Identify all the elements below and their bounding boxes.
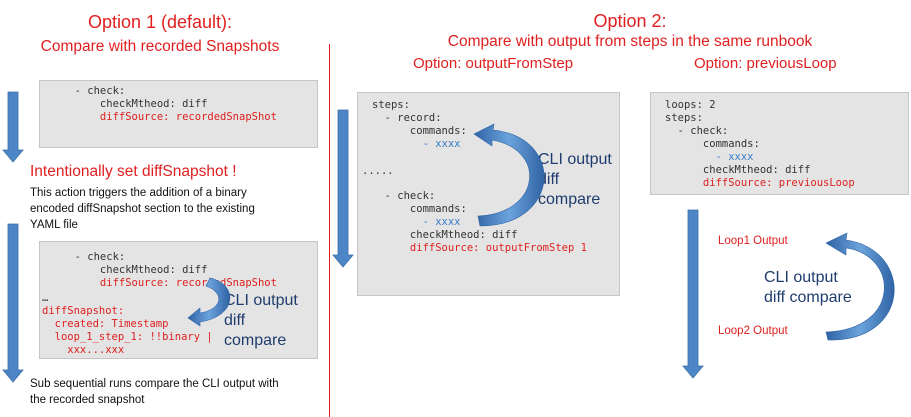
option1-cli-label: CLI output diff compare [224,291,298,351]
code-line: - xxxx [665,151,754,163]
code-line: checkMtheod: diff [372,229,518,241]
code-line: loop_1_step_1: !!binary | [42,331,213,343]
option-divider [329,44,330,417]
code-line: diffSource: previousLoop [665,177,855,189]
option1-snapshot-box: - check: checkMtheod: diff diffSource: r… [39,241,318,359]
cli-line: CLI output [224,292,298,309]
option1-curved-arrow [187,277,231,327]
option1-subtitle: Compare with recorded Snapshots [40,38,280,55]
option1-footer: Sub sequential runs compare the CLI outp… [30,376,330,408]
footer-line: Sub sequential runs compare the CLI outp… [30,378,279,390]
option2-title: Option 2: [593,11,667,31]
code-line: checkMtheod: diff [62,264,208,276]
code-line: - record: [372,112,442,124]
cli-line: compare [224,332,287,349]
code-line: commands: [372,203,467,215]
down-arrow-4 [682,209,704,379]
down-arrow-3 [332,109,354,268]
cli-line: diff compare [764,289,852,306]
note-line: This action triggers the addition of a b… [30,187,247,199]
code-line: diffSource: outputFromStep 1 [372,242,587,254]
cli-line: CLI output [538,151,612,168]
output-from-step-curved-arrow [473,123,545,227]
code-line: ..... [362,165,394,177]
cli-line: diff [224,312,246,329]
option-previous-loop-label: Option: previousLoop [694,55,837,72]
footer-line: the recorded snapshot [30,394,145,406]
option2-subtitle: Compare with output from steps in the sa… [447,33,813,50]
intent-heading: Intentionally set diffSnapshot ! [30,163,237,180]
option1-check-box: - check: checkMtheod: diff diffSource: r… [39,80,318,148]
option1-title: Option 1 (default): [87,12,233,32]
down-arrow-1 [2,91,24,163]
code-line: xxx...xxx [42,344,125,356]
code-line: - check: [62,85,126,97]
cli-line: CLI output [764,269,838,286]
previous-loop-cli-label: CLI output diff compare [764,268,852,308]
intent-note: This action triggers the addition of a b… [30,185,320,233]
note-line: YAML file [30,219,78,231]
code-line: commands: [665,138,760,150]
previous-loop-curved-arrow [825,232,895,341]
cli-line: compare [538,191,601,208]
code-line: - xxxx [372,216,461,228]
note-line: encoded diffSnapshot section to the exis… [30,203,255,215]
code-line: loops: 2 [665,99,716,111]
output-from-step-box: steps: - record: commands: - xxxx ..... … [357,92,620,296]
output-from-step-cli-label: CLI output diff compare [538,150,612,210]
code-line: steps: [665,112,703,124]
code-line: diffSource: recordedSnapShot [62,277,277,289]
down-arrow-2 [2,223,24,383]
loop1-output-label: Loop1 Output [718,235,788,247]
code-line: - check: [372,190,436,202]
option-output-from-step-label: Option: outputFromStep [413,55,574,72]
code-line: steps: [372,99,410,111]
code-line: diffSource: recordedSnapShot [62,111,277,123]
code-line: checkMtheod: diff [62,98,208,110]
code-line: commands: [372,125,467,137]
previous-loop-box: loops: 2 steps: - check: commands: - xxx… [650,92,909,195]
code-line: - check: [665,125,729,137]
code-line: created: Timestamp [42,318,169,330]
code-line: diffSnapshot: [42,305,125,317]
loop2-output-label: Loop2 Output [718,325,788,337]
code-line: checkMtheod: diff [665,164,811,176]
code-line: … [42,292,49,304]
code-line: - check: [62,251,126,263]
code-line: - xxxx [372,138,461,150]
